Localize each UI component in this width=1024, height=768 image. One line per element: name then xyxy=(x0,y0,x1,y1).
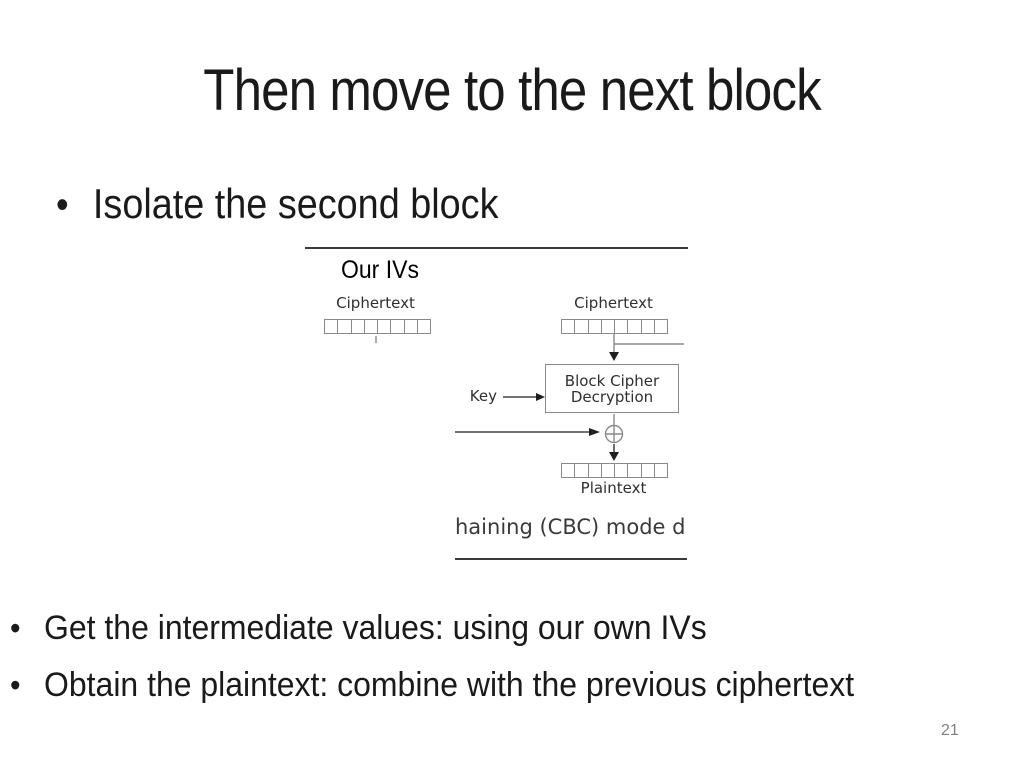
bullet-marker: • xyxy=(10,610,21,646)
block-cell xyxy=(403,319,418,334)
ciphertext-right-label: Ciphertext xyxy=(574,294,653,312)
block-cell xyxy=(653,319,668,334)
ciphertext-left-cells xyxy=(324,319,431,334)
block-cell xyxy=(416,319,431,334)
block-cell xyxy=(574,319,589,334)
block-cell xyxy=(614,319,629,334)
block-cell xyxy=(640,463,655,478)
block-cell xyxy=(377,319,392,334)
page-number: 21 xyxy=(941,722,959,739)
bullet-marker: • xyxy=(56,183,69,227)
ciphertext-right-cells xyxy=(561,319,668,334)
block-cell xyxy=(640,319,655,334)
block-cell xyxy=(627,319,642,334)
plaintext-cells xyxy=(561,463,668,478)
block-cell xyxy=(614,463,629,478)
block-cell xyxy=(653,463,668,478)
block-cell xyxy=(587,463,602,478)
block-cell xyxy=(324,319,339,334)
bullet-marker: • xyxy=(10,667,21,703)
bullet-text: Obtain the plaintext: combine with the p… xyxy=(44,666,855,704)
block-cipher-decryption-box: Block Cipher Decryption xyxy=(545,364,679,413)
xor-icon xyxy=(604,424,624,444)
key-label: Key xyxy=(469,387,497,405)
ciphertext-left-label: Ciphertext xyxy=(336,294,415,312)
plaintext-arrowhead-icon xyxy=(609,452,619,461)
bullet-text: Isolate the second block xyxy=(92,180,499,227)
bullet-item-isolate: • Isolate the second block xyxy=(56,180,499,227)
block-cell xyxy=(363,319,378,334)
figure-caption-cropped: haining (CBC) mode d xyxy=(455,515,686,539)
block-cell xyxy=(587,319,602,334)
block-cell xyxy=(561,319,576,334)
plaintext-label: Plaintext xyxy=(580,479,647,497)
block-cell xyxy=(627,463,642,478)
arrow-into-box-icon xyxy=(609,352,619,361)
figure-bottom-border xyxy=(455,558,687,560)
iv-arrowhead-icon xyxy=(589,428,600,436)
block-cell xyxy=(390,319,405,334)
bullet-item-intermediate: • Get the intermediate values: using our… xyxy=(10,611,707,645)
box-label-line1: Block Cipher xyxy=(564,371,660,390)
slide-title: Then move to the next block xyxy=(203,58,821,123)
figure-annotation-our-ivs: Our IVs xyxy=(341,256,419,284)
box-label-line2: Decryption xyxy=(570,387,654,406)
key-arrowhead-icon xyxy=(536,393,545,401)
figure-top-border xyxy=(305,247,688,249)
block-cell xyxy=(574,463,589,478)
block-cell xyxy=(561,463,576,478)
block-cell xyxy=(350,319,365,334)
bullet-text: Get the intermediate values: using our o… xyxy=(44,609,707,647)
bullet-item-obtain: • Obtain the plaintext: combine with the… xyxy=(10,668,854,702)
block-cell xyxy=(337,319,352,334)
block-cell xyxy=(600,463,615,478)
block-cell xyxy=(600,319,615,334)
